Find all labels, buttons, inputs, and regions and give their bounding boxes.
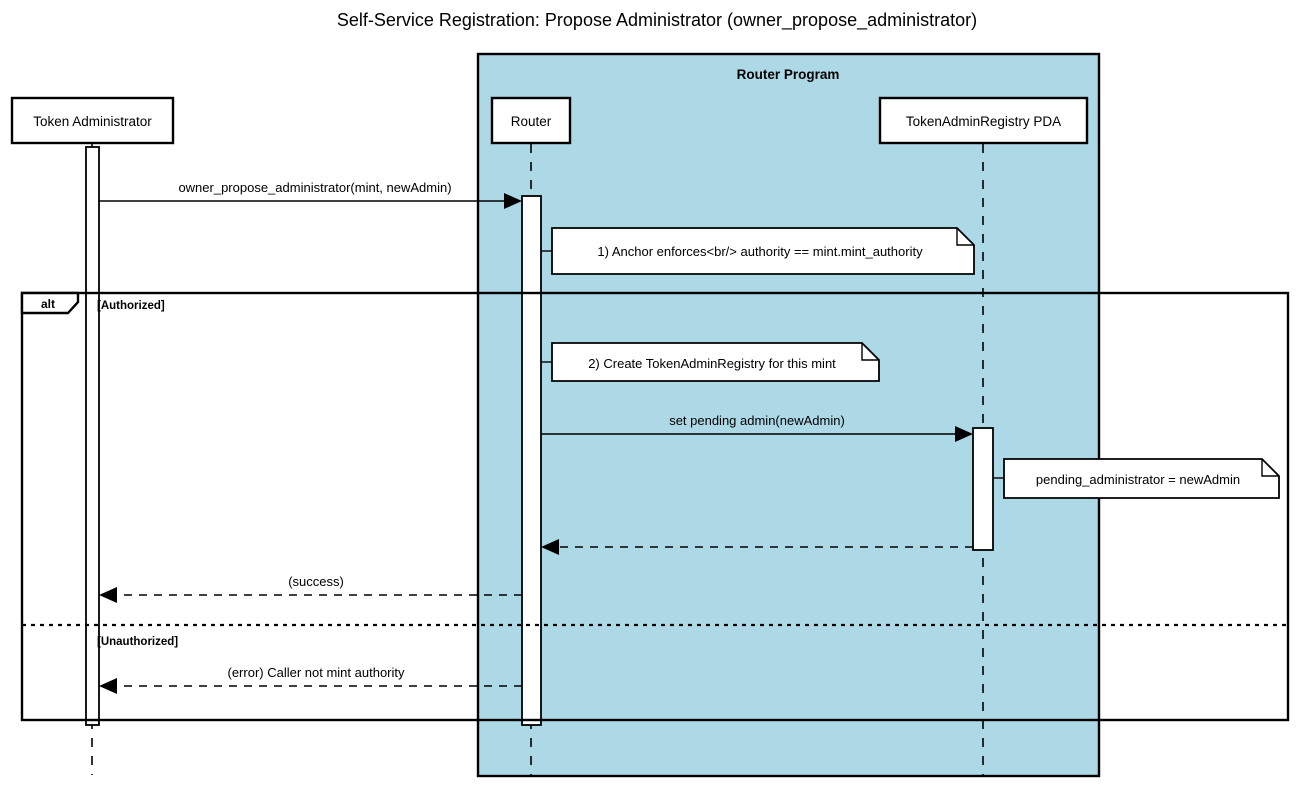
fragment-alt: alt [Authorized] [Unauthorized] — [20, 291, 1290, 722]
fragment-alt-guard-authorized: [Authorized] — [97, 300, 165, 312]
fragment-alt-frame — [20, 291, 1290, 722]
note-pending-administrator: pending_administrator = newAdmin — [993, 458, 1280, 499]
message-owner-propose-administrator-label: owner_propose_administrator(mint, newAdm… — [178, 180, 451, 195]
participant-token-admin-registry-pda-label: TokenAdminRegistry PDA — [906, 114, 1061, 129]
participant-token-admin-registry-pda[interactable]: TokenAdminRegistry PDA — [878, 96, 1089, 145]
note-pending-administrator-fold — [1261, 459, 1279, 477]
note-anchor-enforces-fold — [956, 228, 974, 246]
page-title: Self-Service Registration: Propose Admin… — [337, 10, 977, 31]
message-error-not-mint-authority-label: (error) Caller not mint authority — [228, 665, 405, 680]
participant-router[interactable]: Router — [490, 96, 572, 145]
note-create-registry-text: 2) Create TokenAdminRegistry for this mi… — [588, 356, 836, 371]
message-set-pending-admin-label: set pending admin(newAdmin) — [669, 413, 845, 428]
activation-bar-token-admin-registry-pda — [972, 427, 994, 551]
note-pending-administrator-body — [1003, 458, 1280, 499]
fragment-alt-operator-label: alt — [41, 297, 55, 311]
note-anchor-enforces: 1) Anchor enforces<br/> authority == min… — [541, 227, 975, 275]
participant-router-box[interactable] — [490, 96, 572, 145]
note-pending-administrator-text: pending_administrator = newAdmin — [1036, 472, 1240, 487]
group-router-program: Router Program — [476, 52, 1101, 778]
message-owner-propose-administrator: owner_propose_administrator(mint, newAdm… — [99, 180, 522, 209]
message-pda-return — [541, 539, 973, 555]
message-error-not-mint-authority-arrowhead — [99, 678, 117, 694]
participant-token-administrator[interactable]: Token Administrator — [10, 96, 175, 145]
message-success-label: (success) — [288, 574, 344, 589]
group-router-program-body — [476, 52, 1101, 778]
fragment-alt-guard-unauthorized: [Unauthorized] — [97, 636, 178, 648]
group-router-program-label: Router Program — [737, 67, 840, 82]
participant-router-label: Router — [511, 114, 552, 129]
note-anchor-enforces-body — [551, 227, 975, 275]
fragment-alt-operator-tab — [20, 291, 80, 315]
message-owner-propose-administrator-arrowhead — [504, 193, 522, 209]
message-set-pending-admin: set pending admin(newAdmin) — [541, 413, 973, 442]
participant-token-admin-registry-pda-box[interactable] — [878, 96, 1089, 145]
note-anchor-enforces-text: 1) Anchor enforces<br/> authority == min… — [597, 244, 923, 259]
message-success-arrowhead — [99, 587, 117, 603]
activation-bar-router — [521, 195, 542, 726]
participant-token-administrator-box[interactable] — [10, 96, 175, 145]
message-pda-return-arrowhead — [541, 539, 559, 555]
message-success: (success) — [99, 574, 522, 603]
note-create-registry-fold — [861, 343, 879, 361]
activation-bar-token-administrator — [85, 146, 100, 726]
message-error-not-mint-authority: (error) Caller not mint authority — [99, 665, 522, 694]
note-create-registry: 2) Create TokenAdminRegistry for this mi… — [541, 342, 880, 382]
message-set-pending-admin-arrowhead — [955, 426, 973, 442]
participant-token-administrator-label: Token Administrator — [33, 114, 152, 129]
note-create-registry-body — [551, 342, 880, 382]
